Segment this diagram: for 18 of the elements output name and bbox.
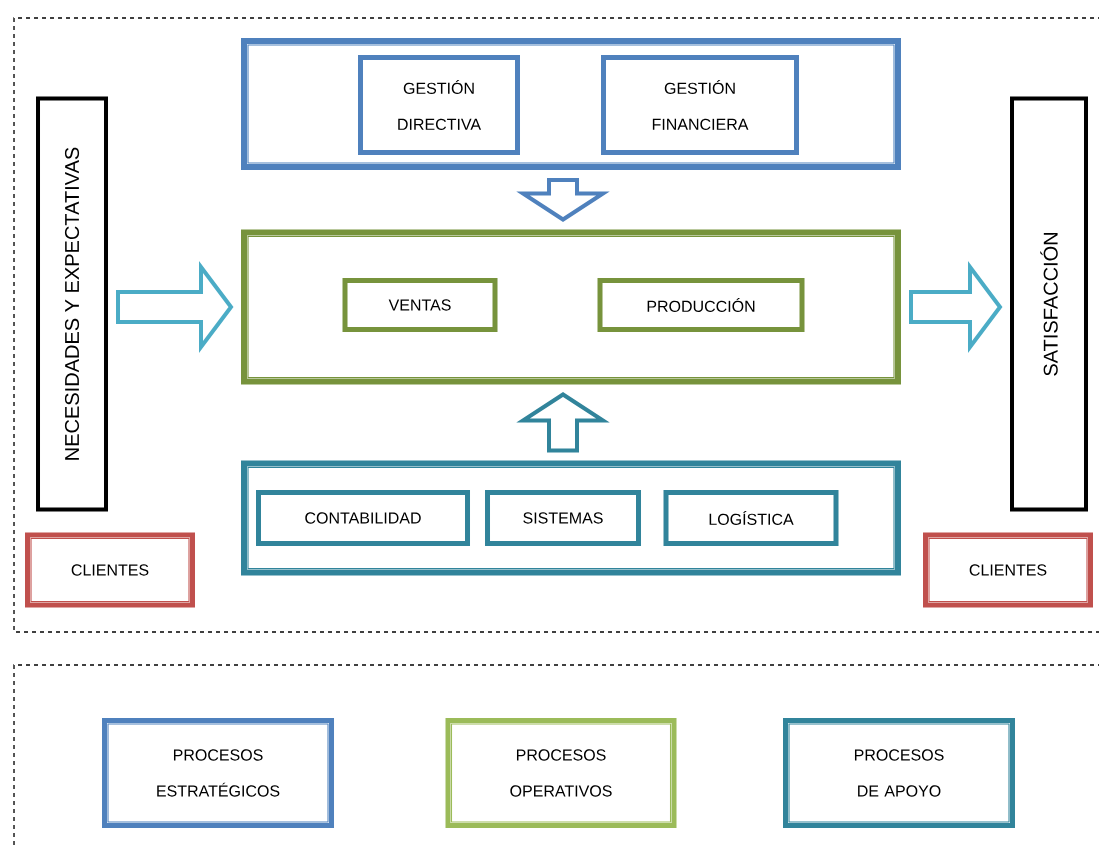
legend-box: PROCESOS DE APOYO: [783, 718, 1015, 828]
process-box: GESTIÓN FINANCIERA: [601, 55, 799, 155]
process-box: SISTEMAS: [485, 490, 641, 546]
process-box: LOGÍSTICA: [663, 490, 839, 546]
client-box: CLIENTES: [923, 532, 1093, 608]
process-box: CONTABILIDAD: [256, 490, 470, 546]
process-box: PRODUCCIÓN: [597, 278, 805, 332]
process-box: VENTAS: [342, 278, 498, 332]
vertical-text-box: NECESIDADES Y EXPECTATIVAS: [36, 96, 108, 512]
block-arrow: [516, 178, 610, 222]
block-arrow: [516, 392, 610, 453]
legend-box: PROCESOS ESTRATÉGICOS: [102, 718, 334, 828]
block-arrow: [909, 261, 1003, 353]
legend-box: PROCESOS OPERATIVOS: [445, 718, 677, 828]
block-arrow: [116, 261, 234, 353]
vertical-text-box: SATISFACCIÓN: [1010, 96, 1088, 512]
process-box: GESTIÓN DIRECTIVA: [358, 55, 520, 155]
client-box: CLIENTES: [25, 532, 195, 608]
